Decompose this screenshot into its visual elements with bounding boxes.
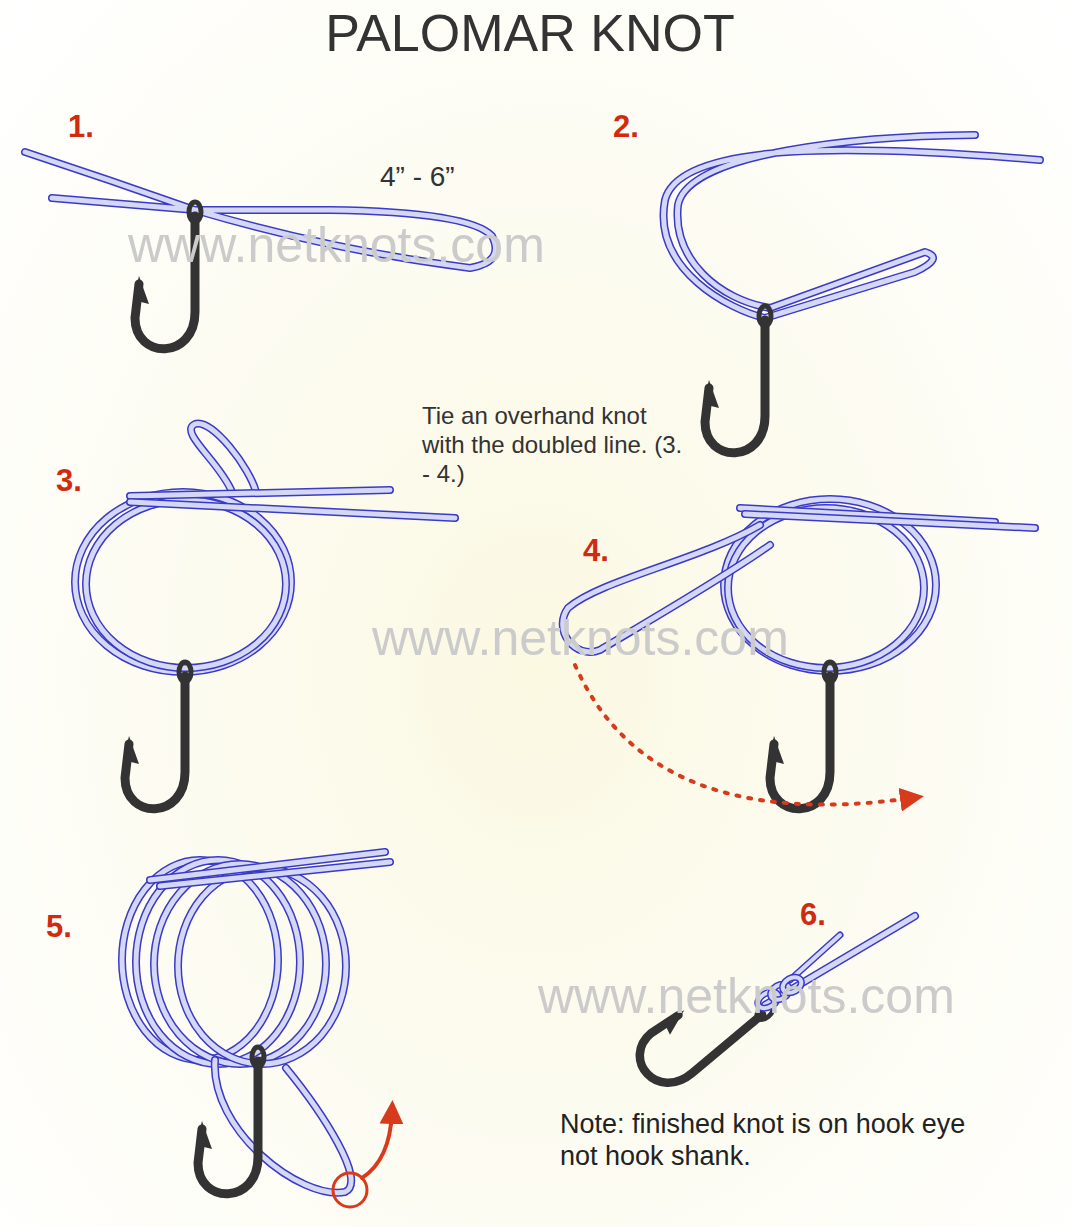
dimension-label: 4” - 6” [380, 160, 455, 194]
hook [123, 662, 191, 809]
hook [768, 662, 836, 809]
instruction-note: Tie an overhand knot with the doubled li… [422, 402, 684, 488]
finish-note: Note: finished knot is on hook eye not h… [560, 1108, 990, 1173]
title: PALOMAR KNOT [0, 2, 1066, 64]
watermark: www.netknots.com [372, 608, 789, 668]
step-number: 3. [56, 462, 82, 499]
direction-arrow [362, 1112, 392, 1178]
direction-arrow [575, 665, 912, 805]
hook [196, 1047, 264, 1194]
step-number: 4. [583, 532, 609, 569]
step-number: 1. [68, 108, 94, 145]
step-number: 2. [613, 108, 639, 145]
watermark: www.netknots.com [128, 215, 545, 275]
line-step-2 [664, 135, 1040, 318]
step-number: 5. [46, 908, 72, 945]
watermark: www.netknots.com [538, 966, 955, 1026]
hook [703, 306, 771, 453]
step-number: 6. [800, 896, 826, 933]
